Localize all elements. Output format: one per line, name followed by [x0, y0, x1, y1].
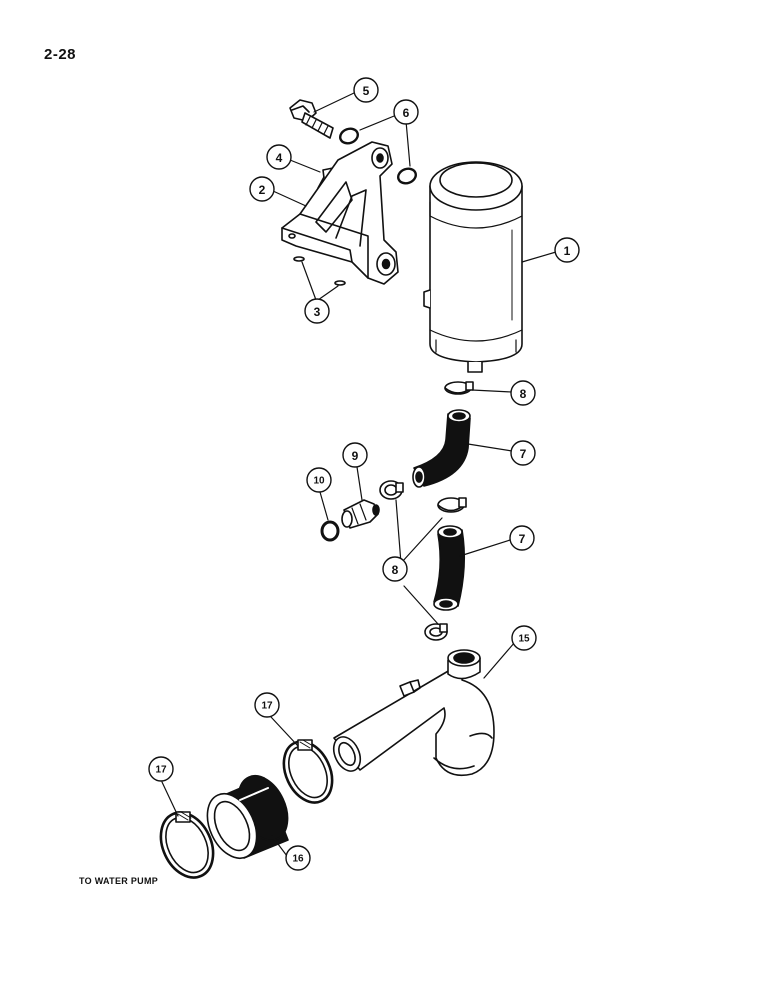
- callout-circles: [148, 77, 580, 871]
- to-water-pump-note: TO WATER PUMP: [79, 876, 159, 886]
- callout-label: 16: [292, 854, 304, 865]
- filter-canister-part: [423, 161, 523, 373]
- small-washer-part: [293, 256, 346, 286]
- fitting-part: [341, 499, 380, 529]
- hose-part: [412, 409, 471, 488]
- large-hose-clamp-part: [159, 811, 215, 879]
- page-number: 2-28: [44, 46, 77, 63]
- callout-label: 17: [261, 701, 273, 712]
- callout-label: 6: [403, 106, 410, 120]
- leader-lines: [161, 92, 557, 857]
- callout-label: 1: [564, 244, 571, 258]
- hose-clamp-part: [379, 480, 404, 500]
- hose-part: [433, 525, 466, 611]
- callout-label: 9: [352, 449, 359, 463]
- callout-label: 2: [259, 183, 266, 197]
- o-ring-part: [320, 520, 340, 542]
- callout-label: 7: [519, 532, 526, 546]
- callout-label: 5: [363, 84, 370, 98]
- hose-clamp-part: [424, 623, 448, 641]
- callout-label: 8: [392, 563, 399, 577]
- callout-label: 10: [313, 476, 325, 487]
- callout-label: 8: [520, 387, 527, 401]
- sealing-washer-part: [339, 127, 417, 185]
- hose-clamp-part: [444, 381, 474, 395]
- callout-label: 7: [520, 447, 527, 461]
- callout-label: 17: [155, 765, 167, 776]
- water-outlet-pipe-part: [332, 649, 495, 777]
- callout-label: 15: [518, 634, 530, 645]
- large-hose-clamp-part: [282, 739, 334, 804]
- mounting-bracket-part: [281, 141, 399, 285]
- callout-label: 3: [314, 305, 321, 319]
- rubber-sleeve-part: [206, 775, 289, 859]
- banjo-bolt-part: [289, 99, 334, 139]
- hose-clamp-part: [437, 497, 467, 513]
- callout-label: 4: [276, 151, 283, 165]
